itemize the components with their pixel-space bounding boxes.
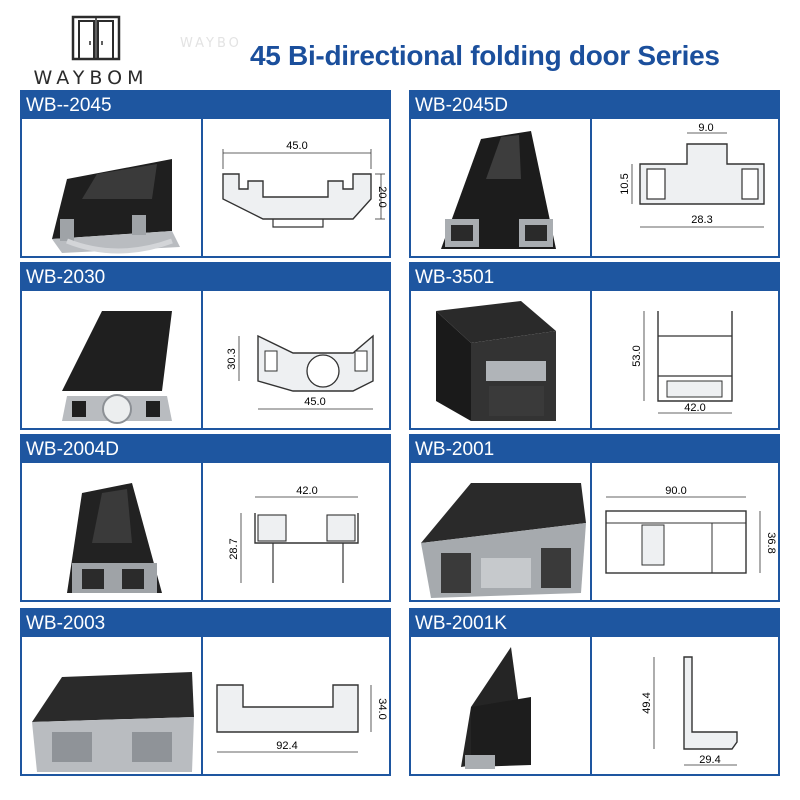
product-card-wb-2003: WB-2003 34.0 92.4 bbox=[20, 608, 391, 776]
dimension-label: 9.0 bbox=[698, 122, 713, 134]
dimension-label: 92.4 bbox=[276, 740, 297, 752]
card-header: WB--2045 bbox=[22, 92, 389, 119]
dimension-label: 45.0 bbox=[304, 396, 325, 408]
technical-drawing: 49.4 29.4 bbox=[641, 656, 738, 766]
dimension-label: 49.4 bbox=[641, 692, 653, 713]
card-divider bbox=[201, 637, 203, 774]
dimension-label: 36.8 bbox=[765, 532, 777, 553]
product-code: WB-2003 bbox=[26, 613, 106, 634]
technical-drawing: 53.0 42.0 bbox=[631, 311, 733, 414]
card-divider bbox=[590, 291, 592, 428]
dimension-label: 10.5 bbox=[619, 173, 631, 194]
product-card-wb-2001: WB-2001 90.0 36.8 bbox=[409, 434, 780, 602]
product-card-wb-3501: WB-3501 53.0 42.0 bbox=[409, 262, 780, 430]
card-divider bbox=[201, 463, 203, 600]
card-divider bbox=[201, 119, 203, 256]
technical-drawing: 9.0 10.5 28.3 bbox=[619, 122, 765, 228]
card-header: WB-2001 bbox=[411, 436, 778, 463]
dimension-label: 28.3 bbox=[691, 214, 712, 226]
profile-photo bbox=[62, 311, 172, 424]
watermark-text: WAYBO bbox=[180, 36, 242, 51]
dimension-label: 20.0 bbox=[376, 186, 388, 207]
product-card-wb-2004d: WB-2004D 42.0 28.7 bbox=[20, 434, 391, 602]
product-code: WB-3501 bbox=[415, 267, 495, 288]
technical-drawing: 45.0 20.0 bbox=[222, 140, 388, 228]
product-card-wb-2001k: WB-2001K 49.4 29.4 bbox=[409, 608, 780, 776]
card-divider bbox=[590, 463, 592, 600]
product-code: WB-2001 bbox=[415, 439, 495, 460]
profile-photo bbox=[32, 672, 194, 772]
dimension-label: 29.4 bbox=[699, 754, 720, 766]
dimension-label: 42.0 bbox=[296, 485, 317, 497]
dimension-label: 30.3 bbox=[226, 348, 238, 369]
card-header: WB-2003 bbox=[22, 610, 389, 637]
card-divider bbox=[590, 119, 592, 256]
card-divider bbox=[201, 291, 203, 428]
technical-drawing: 34.0 92.4 bbox=[216, 684, 388, 753]
dimension-label: 34.0 bbox=[376, 698, 388, 719]
card-header: WB-3501 bbox=[411, 264, 778, 291]
profile-photo bbox=[67, 483, 162, 593]
card-header: WB-2045D bbox=[411, 92, 778, 119]
dimension-label: 28.7 bbox=[228, 538, 240, 559]
technical-drawing: 42.0 28.7 bbox=[228, 485, 359, 583]
dimension-label: 53.0 bbox=[631, 345, 643, 366]
profile-photo bbox=[436, 301, 556, 421]
product-card-wb-2045: WB--2045 45.0 20.0 bbox=[20, 90, 391, 258]
technical-drawing: 90.0 36.8 bbox=[605, 485, 777, 574]
brand-name: WAYBOM bbox=[33, 67, 149, 89]
product-code: WB-2001K bbox=[415, 613, 507, 634]
dimension-label: 90.0 bbox=[665, 485, 686, 497]
product-card-wb-2030: WB-2030 30.3 45.0 bbox=[20, 262, 391, 430]
dimension-label: 45.0 bbox=[286, 140, 307, 152]
profile-photo bbox=[52, 159, 180, 254]
product-card-wb-2045d: WB-2045D 9.0 10.5 28.3 bbox=[409, 90, 780, 258]
technical-drawing: 30.3 45.0 bbox=[226, 334, 374, 410]
product-code: WB-2030 bbox=[26, 267, 106, 288]
profile-photo bbox=[441, 131, 556, 249]
profile-photo bbox=[421, 483, 586, 598]
card-header: WB-2001K bbox=[411, 610, 778, 637]
product-code: WB-2045D bbox=[415, 95, 508, 116]
product-code: WB--2045 bbox=[26, 95, 112, 116]
dimension-label: 42.0 bbox=[684, 402, 705, 414]
page-title: 45 Bi-directional folding door Series bbox=[250, 40, 720, 71]
brand-logo: WAYBOM bbox=[16, 12, 166, 89]
product-code: WB-2004D bbox=[26, 439, 119, 460]
card-divider bbox=[590, 637, 592, 774]
door-logo-icon bbox=[71, 15, 121, 61]
card-header: WB-2004D bbox=[22, 436, 389, 463]
profile-photo bbox=[461, 647, 531, 769]
card-header: WB-2030 bbox=[22, 264, 389, 291]
